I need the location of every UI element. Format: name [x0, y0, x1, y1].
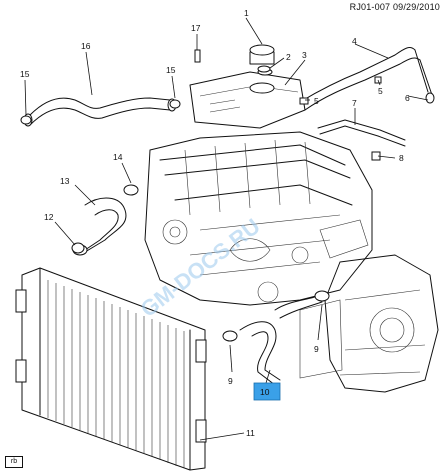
callout-15b: 15 — [166, 65, 176, 75]
leader-lines — [24, 17, 429, 441]
hose-10 — [222, 290, 330, 386]
pipe-7 — [317, 119, 406, 147]
highlight-box-10 — [253, 382, 281, 401]
callout-1: 1 — [244, 8, 249, 18]
callout-8: 8 — [399, 153, 404, 163]
callout-13: 13 — [60, 176, 70, 186]
corner-tag: rb — [5, 456, 23, 468]
callout-3: 3 — [302, 50, 307, 60]
callout-12: 12 — [44, 212, 54, 222]
callout-14: 14 — [113, 152, 123, 162]
callout-17: 17 — [191, 23, 201, 33]
callout-16: 16 — [81, 41, 91, 51]
callout-11: 11 — [246, 428, 255, 438]
callout-4: 4 — [352, 36, 357, 46]
hose-16 — [23, 97, 177, 127]
transmission-housing — [299, 254, 439, 393]
diagram-header-code: RJ01-007 09/29/2010 — [349, 2, 440, 12]
callout-10: 10 — [260, 387, 270, 397]
callout-9b: 9 — [314, 344, 319, 354]
hose-4 — [299, 47, 435, 111]
callout-7: 7 — [352, 98, 357, 108]
fittings — [20, 49, 382, 254]
callout-5b: 5 — [314, 96, 319, 106]
radiator — [15, 267, 207, 471]
engine-block — [144, 131, 373, 306]
callout-2: 2 — [286, 52, 291, 62]
callout-9a: 9 — [228, 376, 233, 386]
callout-5a: 5 — [378, 86, 383, 96]
callout-labels: 1 2 3 4 5 5 6 7 8 9 9 10 11 12 13 14 15 … — [20, 8, 410, 438]
callout-15a: 15 — [20, 69, 30, 79]
callout-6: 6 — [405, 93, 410, 103]
